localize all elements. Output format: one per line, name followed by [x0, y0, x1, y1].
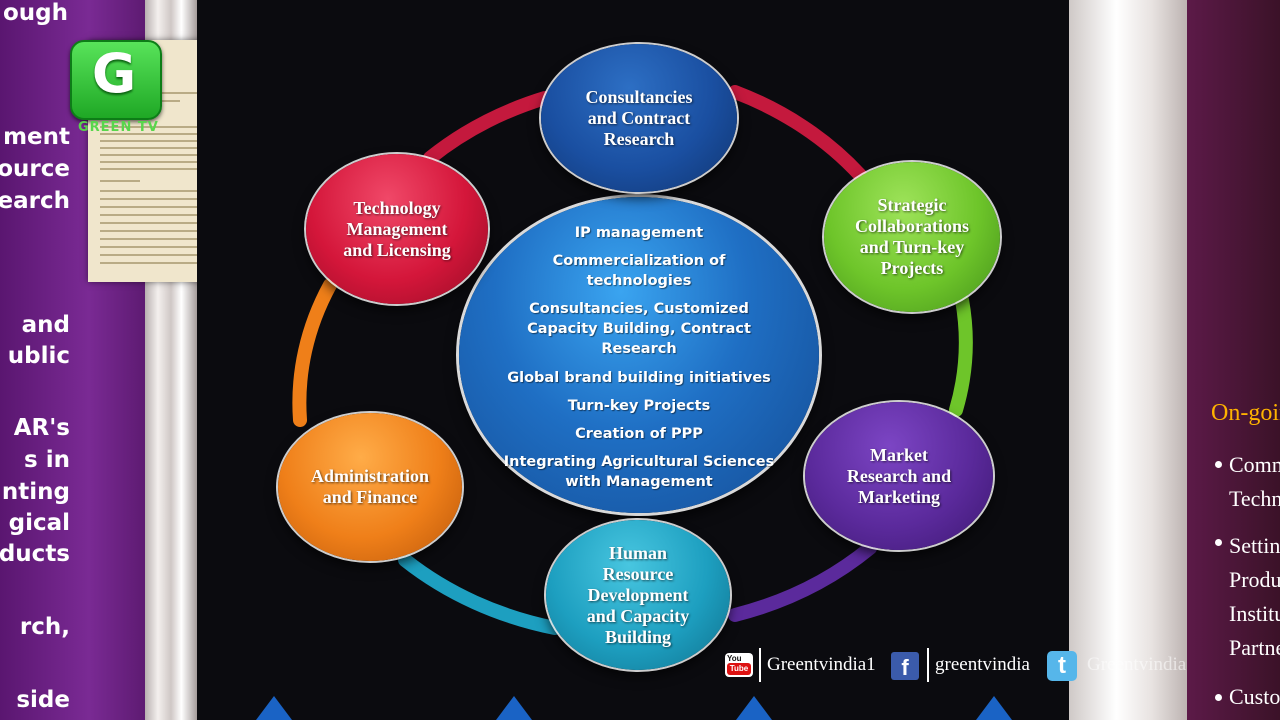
youtube-icon-bottom: Tube: [727, 663, 751, 675]
node-label: Strategic Collaborations and Turn-key Pr…: [854, 195, 969, 278]
left-poster-text: nting: [1, 479, 70, 505]
bullet: [1215, 694, 1222, 701]
left-poster-text: ducts: [0, 541, 70, 567]
facebook-icon: f: [891, 652, 919, 680]
right-poster-text: Custom: [1229, 684, 1280, 709]
green-tv-logo: G: [70, 40, 162, 120]
node-label: Market Research and Marketing: [846, 444, 952, 507]
logo-icon: [70, 40, 162, 120]
left-poster-text: earch: [0, 188, 70, 214]
arrow-up-icon: [976, 696, 1012, 720]
node-label: Consultancies and Contract Research: [585, 86, 693, 149]
left-poster-text: ource: [0, 156, 70, 182]
right-poster: On-going A Commerc Technolo Setting Prod…: [1187, 0, 1280, 720]
left-poster-text: ough: [2, 0, 68, 26]
node-label: Human Resource Development and Capacity …: [586, 542, 690, 647]
center-item: Turn-key Projects: [567, 398, 711, 414]
right-poster-text: Institute: [1229, 601, 1280, 626]
left-poster-text: side: [16, 687, 70, 713]
arrow-up-icon: [736, 696, 772, 720]
left-poster-text: ment: [3, 124, 70, 150]
center-ellipse: IP management Commercialization of techn…: [459, 197, 819, 513]
center-item: Commercialization of technologies: [552, 253, 726, 289]
right-poster-text: Producti: [1229, 567, 1280, 592]
left-poster-text: and: [21, 312, 70, 338]
left-poster-text: s in: [24, 447, 70, 473]
facebook-handle: greentvindia: [935, 654, 1030, 675]
logo-letter: G: [91, 42, 137, 105]
arc-consultancies-strategic: [728, 85, 867, 182]
arrow-up-icon: [256, 696, 292, 720]
arc-technology-consultancies: [423, 91, 552, 165]
center-item: Integrating Agricultural Sciences with M…: [503, 454, 775, 490]
left-poster-text: rch,: [19, 614, 70, 640]
node-strategic: Strategic Collaborations and Turn-key Pr…: [824, 162, 1000, 312]
youtube-icon: You Tube: [725, 653, 753, 677]
center-item: Global brand building initiatives: [507, 370, 771, 386]
right-poster-heading: On-going A: [1211, 400, 1280, 426]
bullet: [1215, 539, 1222, 546]
arc-admin-technology: [292, 278, 337, 427]
right-poster-text: Commerc: [1229, 452, 1280, 477]
arc-human-admin: [398, 553, 562, 635]
twitter-icon: t: [1047, 651, 1077, 681]
node-consultancies: Consultancies and Contract Research: [541, 44, 737, 192]
bullet: [1215, 461, 1222, 468]
node-market: Market Research and Marketing: [805, 402, 993, 550]
divider: [759, 648, 761, 682]
right-pillar: [1069, 0, 1187, 720]
right-poster-text: Technolo: [1229, 486, 1280, 511]
divider: [927, 648, 929, 682]
left-poster-text: gical: [8, 510, 70, 536]
center-item: Consultancies, Customized Capacity Build…: [527, 301, 751, 357]
center-item: Creation of PPP: [575, 426, 703, 442]
right-poster-text: Partners: [1229, 635, 1280, 660]
node-admin: Administration and Finance: [278, 413, 462, 561]
node-label: Technology Management and Licensing: [343, 197, 451, 260]
node-human: Human Resource Development and Capacity …: [546, 520, 730, 670]
logo-text: GREEN TV: [78, 120, 159, 135]
arc-strategic-market: [949, 293, 973, 417]
right-poster-text: Setting: [1229, 533, 1280, 558]
node-technology: Technology Management and Licensing: [306, 154, 488, 304]
arc-market-human: [728, 541, 877, 622]
youtube-handle: Greentvindia1: [767, 654, 876, 675]
arrow-up-icon: [496, 696, 532, 720]
node-label: Administration and Finance: [310, 466, 429, 507]
youtube-icon-top: You: [727, 654, 742, 663]
left-poster-text: AR's: [13, 415, 70, 441]
center-item: IP management: [574, 225, 704, 241]
twitter-handle: Greentvindia: [1087, 654, 1187, 675]
left-poster-text: ublic: [7, 343, 70, 369]
